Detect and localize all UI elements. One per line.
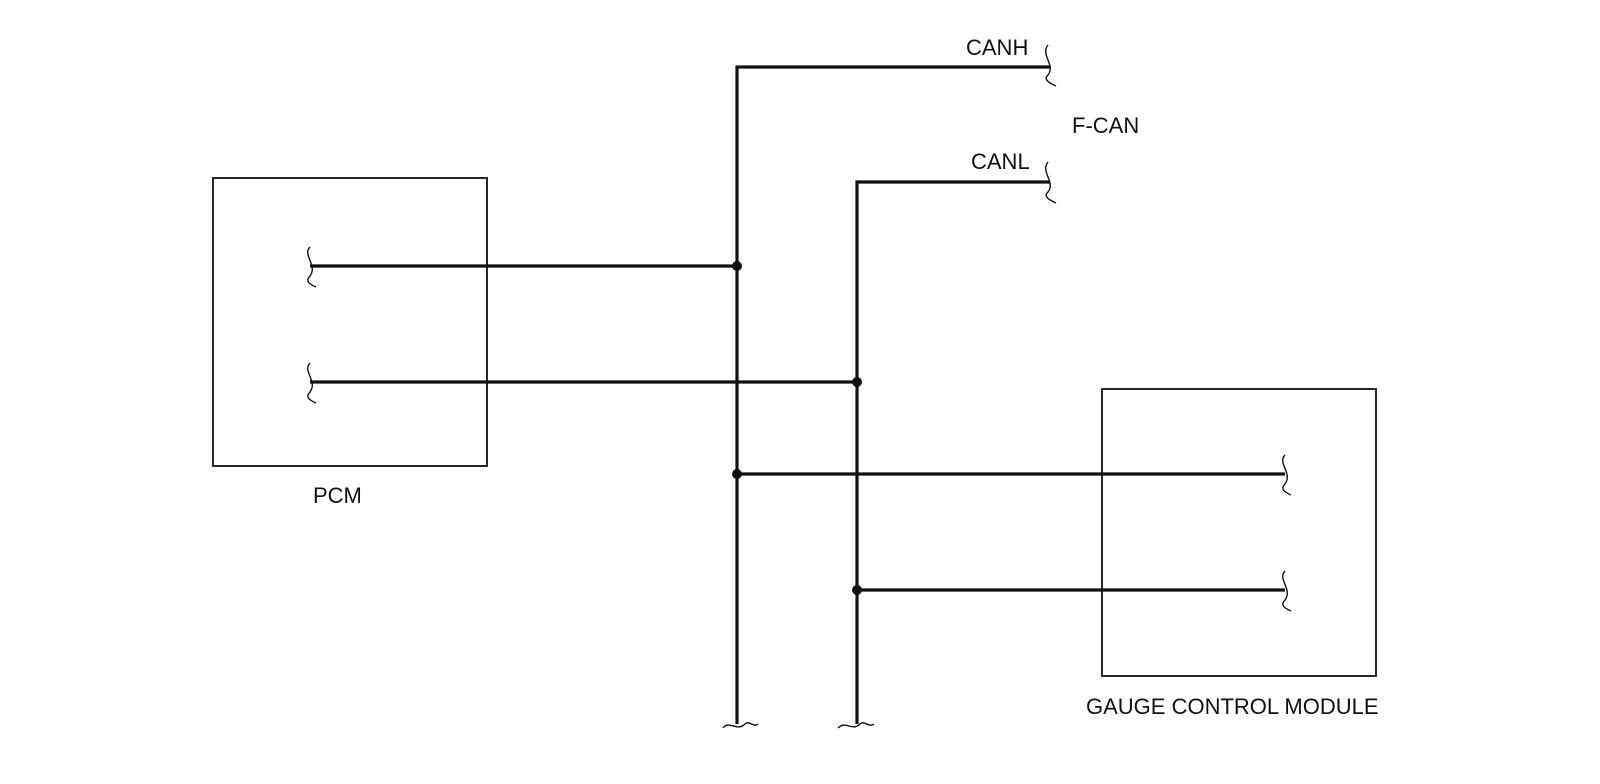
junction-dot-pcm-canh bbox=[732, 261, 742, 271]
f-can-label: F-CAN bbox=[1072, 113, 1139, 138]
canh-bus-wire bbox=[735, 65, 1050, 724]
gauge-canl-break-symbol bbox=[1282, 570, 1292, 612]
gauge-control-module-label: GAUGE CONTROL MODULE bbox=[1086, 694, 1379, 719]
pcm-label: PCM bbox=[313, 483, 362, 508]
pcm-canl-break-symbol bbox=[307, 362, 317, 404]
canl-label: CANL bbox=[971, 149, 1030, 174]
canh-label: CANH bbox=[966, 35, 1028, 60]
canh-wire-break-symbol bbox=[1045, 44, 1057, 87]
gauge-canh-break-symbol bbox=[1282, 454, 1292, 496]
junction-dot-pcm-canl bbox=[852, 377, 862, 387]
canl-bus-wire bbox=[855, 180, 1050, 724]
canl-bottom-break-symbol bbox=[837, 722, 875, 729]
pcm-box bbox=[212, 177, 488, 467]
junction-dot-gauge-canh bbox=[732, 469, 742, 479]
gauge-control-module-box bbox=[1101, 388, 1377, 677]
canh-bottom-break-symbol bbox=[722, 722, 759, 729]
junction-dot-gauge-canl bbox=[852, 585, 862, 595]
pcm-canh-break-symbol bbox=[307, 246, 317, 288]
canl-wire-break-symbol bbox=[1045, 161, 1057, 204]
